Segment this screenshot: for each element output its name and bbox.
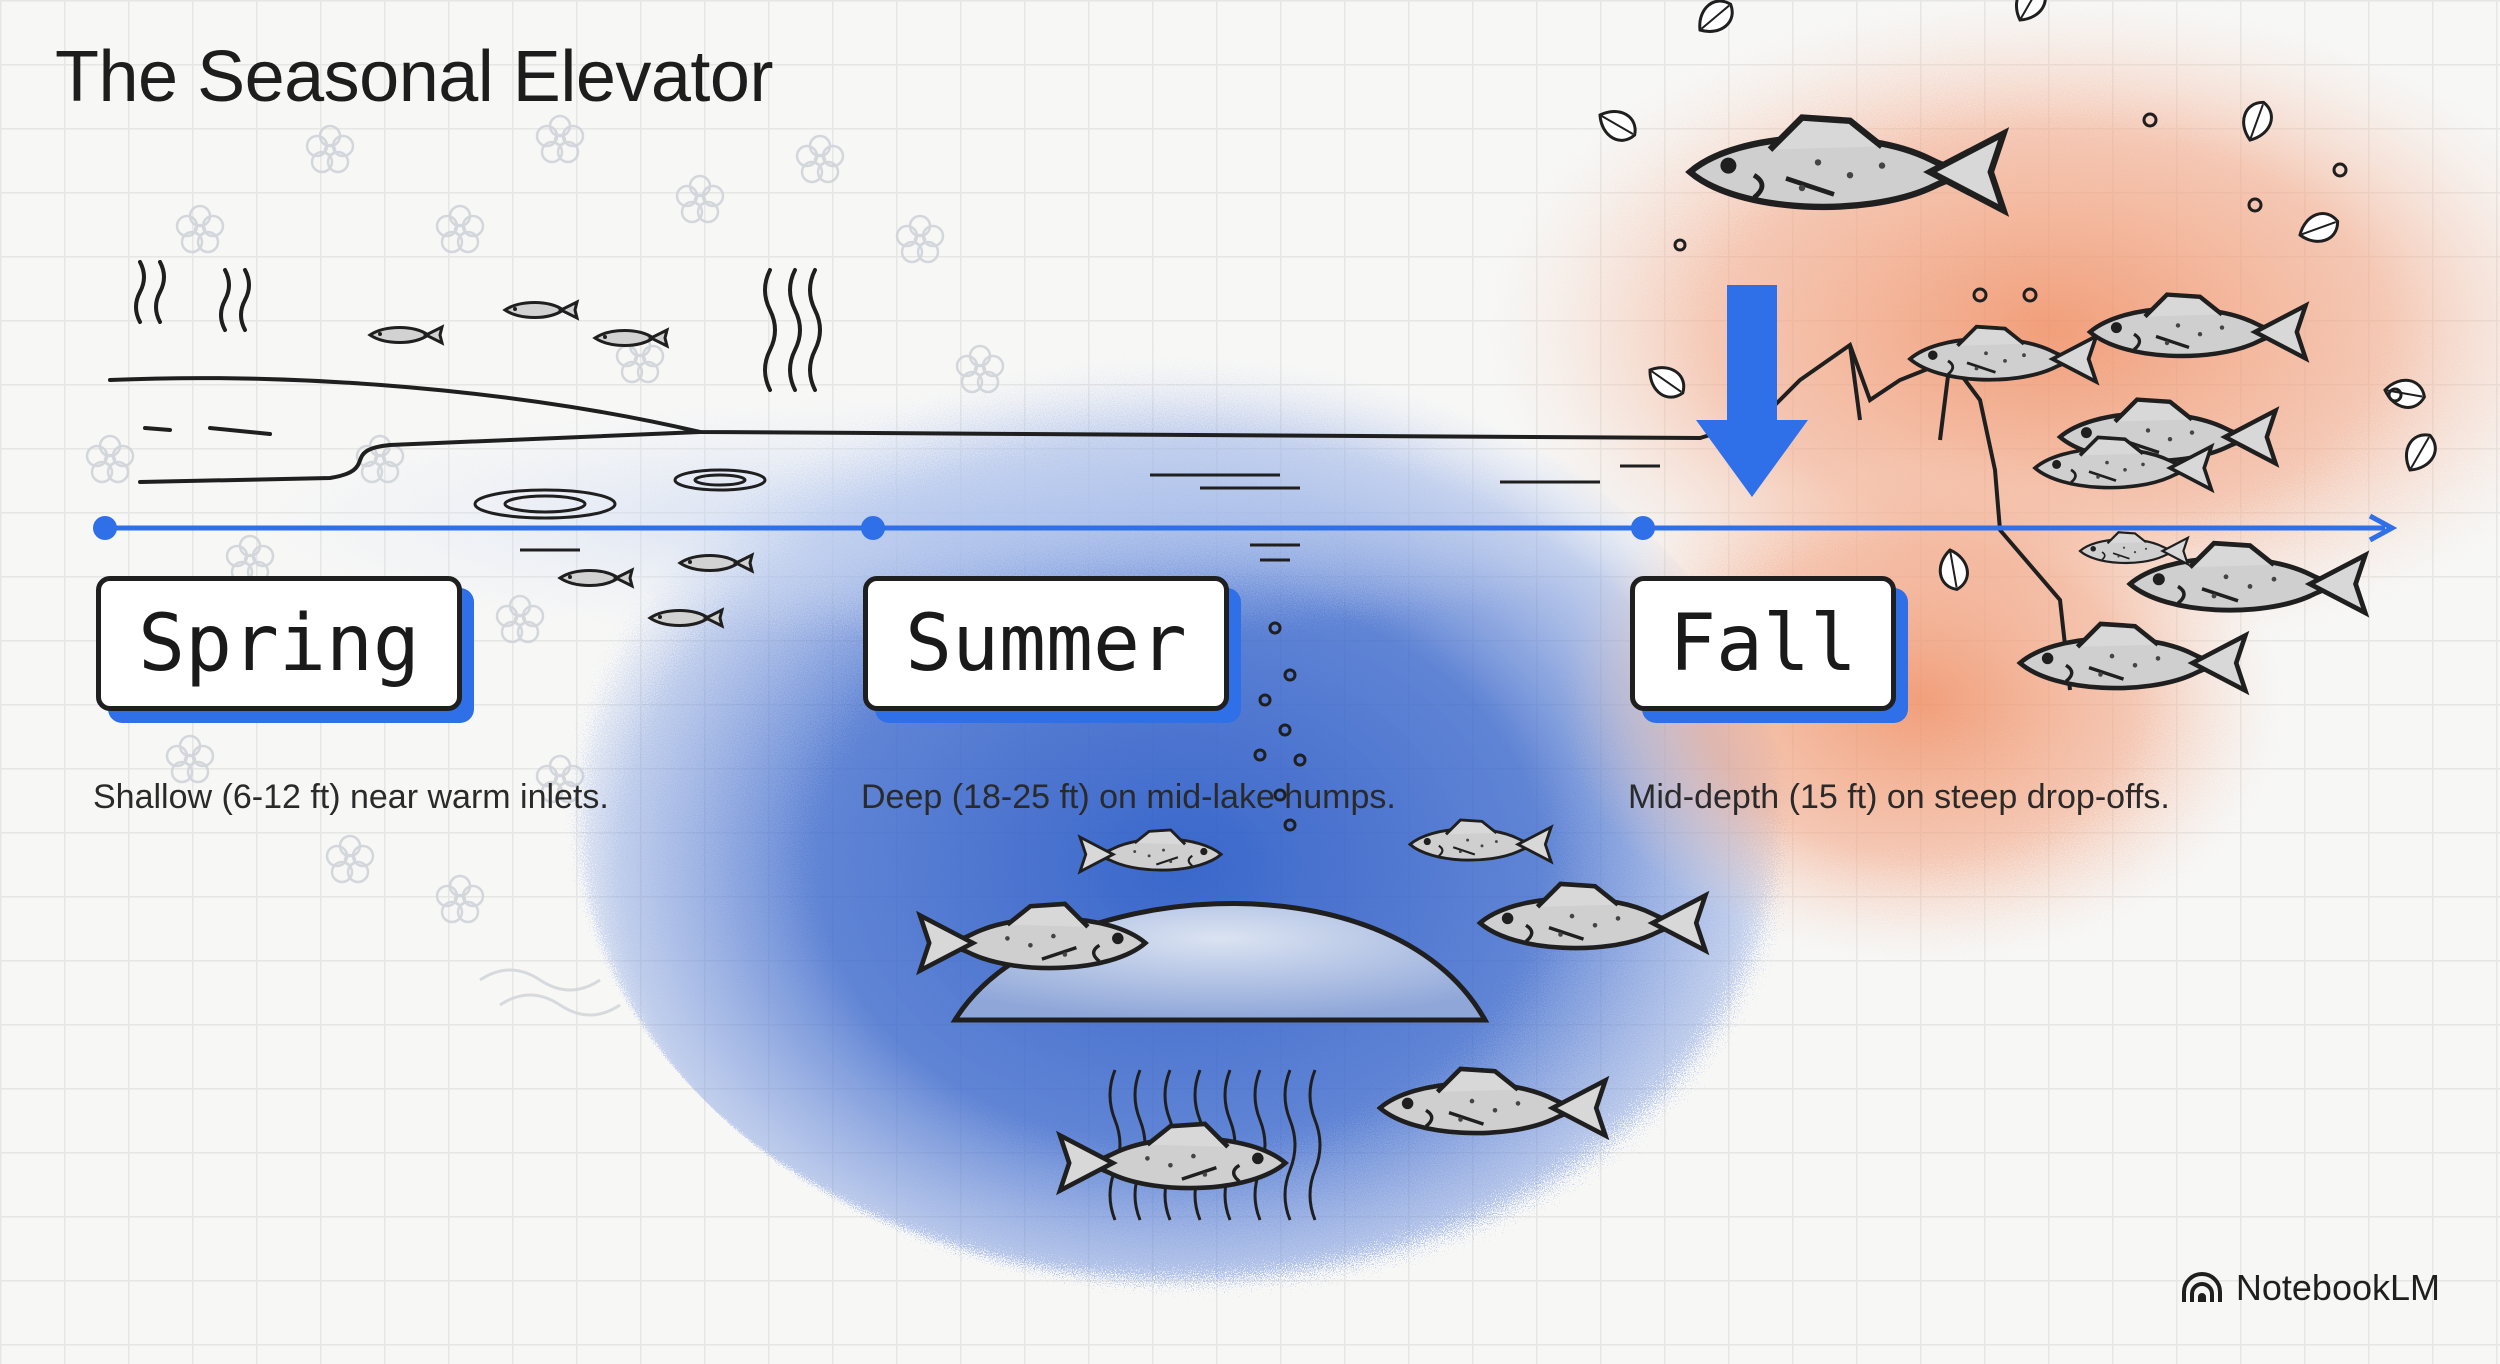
spring-label-text: Spring: [138, 598, 420, 689]
summer-deep-water: [260, 360, 1780, 1280]
spring-description: Shallow (6-12 ft) near warm inlets.: [93, 778, 609, 816]
fall-description: Mid-depth (15 ft) on steep drop-offs.: [1628, 778, 2170, 816]
shoreline: [108, 260, 1702, 484]
summer-description: Deep (18-25 ft) on mid-lake humps.: [861, 778, 1396, 816]
fall-label-text: Fall: [1669, 598, 1857, 689]
fall-descent-arrow-icon: [1696, 285, 1808, 497]
spring-label: Spring: [96, 576, 462, 711]
notebooklm-logo-icon: [2181, 1272, 2222, 1302]
timeline: [93, 513, 2398, 543]
water-ripples: [473, 464, 1660, 562]
spring-flowers-background: [85, 114, 1005, 1017]
brand-badge: NotebookLM: [2180, 1267, 2440, 1309]
summer-label-text: Summer: [905, 598, 1187, 689]
page-title: The Seasonal Elevator: [55, 37, 773, 117]
fall-label: Fall: [1630, 576, 1896, 711]
falling-leaves: [1591, 0, 2444, 594]
brand-name: NotebookLM: [2235, 1267, 2440, 1308]
summer-label: Summer: [863, 576, 1229, 711]
